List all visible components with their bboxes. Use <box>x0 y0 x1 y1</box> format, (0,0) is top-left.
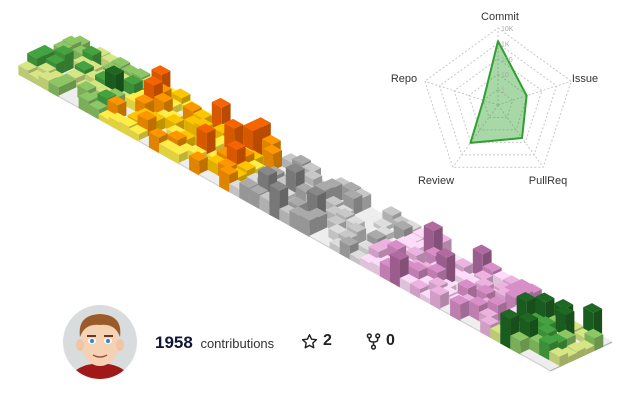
star-icon <box>301 333 318 348</box>
contribution-cell <box>189 151 208 176</box>
stars-count: 2 <box>323 332 332 349</box>
radar-grid-ring <box>438 42 558 156</box>
contribution-cell <box>450 294 469 322</box>
radar-tick-label: 10 <box>501 72 509 79</box>
radar-axis-line <box>424 80 499 106</box>
contribution-cell <box>263 144 282 172</box>
radar-data-polygon <box>469 40 528 144</box>
contribution-cell <box>128 124 148 142</box>
radar-axis-line <box>452 104 499 168</box>
radar-tick-label: 100 <box>501 57 513 64</box>
radar-tick-label: 1 <box>501 88 505 95</box>
contribution-cell <box>549 347 569 368</box>
radar-axis-line <box>497 104 544 168</box>
radar-grid-ring <box>482 88 514 118</box>
contribution-cell <box>510 331 530 355</box>
contribution-cell <box>540 360 560 372</box>
radar-axis-label: Repo <box>391 73 417 85</box>
stars-stat[interactable]: 2 <box>301 332 332 350</box>
avatar <box>63 305 137 379</box>
radar-axis-line <box>497 80 572 106</box>
contributions-count: 1958 <box>155 333 193 352</box>
fork-icon <box>366 332 381 350</box>
forks-count: 0 <box>386 332 395 349</box>
radar-axis-label: PullReq <box>529 175 568 187</box>
radar-grid-ring <box>424 27 572 168</box>
forks-stat[interactable]: 0 <box>366 332 395 350</box>
radar-tick-label: 1K <box>501 41 510 48</box>
radar-axis-label: Commit <box>481 11 519 23</box>
radar-axis-label: Review <box>418 175 454 187</box>
contributions-label: contributions <box>200 336 275 351</box>
radar-grid-ring <box>453 58 543 143</box>
contribution-cell <box>430 285 449 310</box>
radar-tick-label: 10K <box>501 26 514 33</box>
contributions-summary: 1958 contributions <box>155 333 274 353</box>
contribution-cell <box>299 210 319 238</box>
radar-axis-label: Issue <box>572 73 598 85</box>
